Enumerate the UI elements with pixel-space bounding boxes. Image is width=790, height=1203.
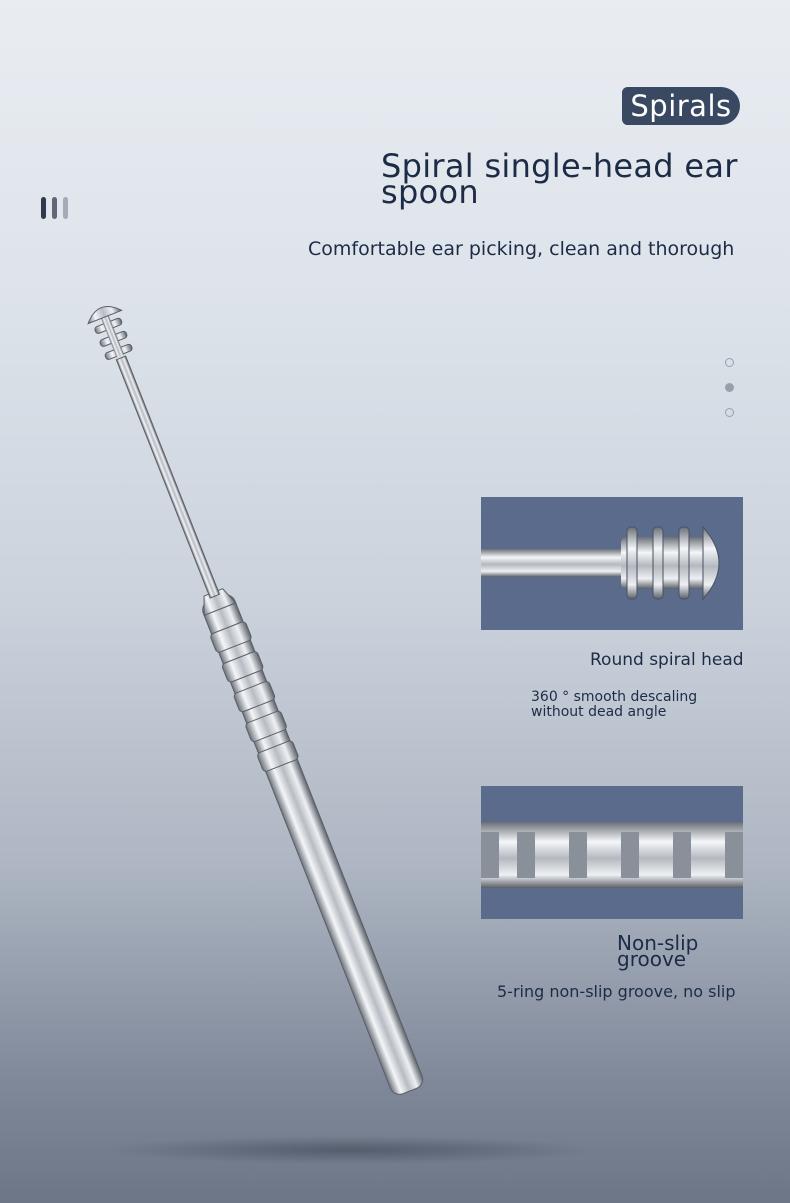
bar-mid [52, 197, 57, 219]
spirals-badge: Spirals [622, 87, 740, 125]
product-subtitle: Comfortable ear picking, clean and thoro… [308, 238, 735, 260]
feature-2-title: Non-slip groove [617, 931, 699, 971]
groove-image [481, 822, 743, 888]
indicator-dot-1[interactable] [725, 358, 734, 367]
feature-1-title: Round spiral head [590, 650, 744, 670]
feature-2-description: 5-ring non-slip groove, no slip [497, 982, 736, 1001]
bar-light [63, 197, 68, 219]
product-title: Spiral single-head ear spoon [381, 147, 738, 211]
feature-1-description: 360 ° smooth descaling without dead angl… [531, 689, 698, 720]
spiral-head-image [481, 525, 720, 601]
indicator-dot-3[interactable] [725, 408, 734, 417]
spiral-head-closeup [481, 497, 743, 630]
ear-spoon-body [87, 306, 424, 1095]
indicator-dot-2[interactable] [725, 383, 734, 392]
bar-dark [41, 197, 46, 219]
tool-shadow [100, 1136, 600, 1164]
groove-closeup [481, 786, 743, 919]
